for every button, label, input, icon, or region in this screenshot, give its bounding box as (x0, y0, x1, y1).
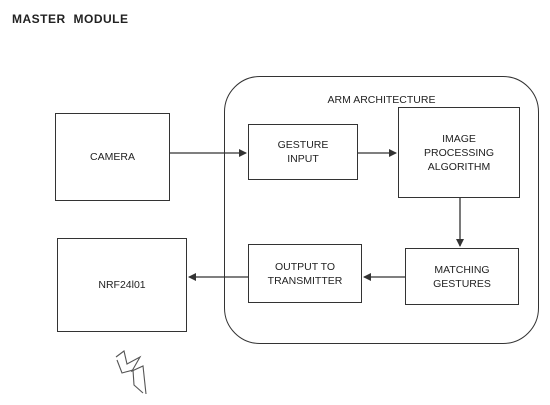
arm-architecture-container: ARM ARCHITECTURE (224, 76, 539, 344)
nrf24l01-box: NRF24l01 (57, 238, 187, 332)
output-transmitter-box: OUTPUT TO TRANSMITTER (248, 244, 362, 303)
gesture-input-box: GESTURE INPUT (248, 124, 358, 180)
arm-architecture-label: ARM ARCHITECTURE (327, 94, 436, 106)
lightning-icon (115, 350, 147, 395)
matching-gestures-box: MATCHING GESTURES (405, 248, 519, 305)
camera-box: CAMERA (55, 113, 170, 201)
diagram-title: MASTER MODULE (12, 12, 129, 26)
image-processing-box: IMAGE PROCESSING ALGORITHM (398, 107, 520, 198)
